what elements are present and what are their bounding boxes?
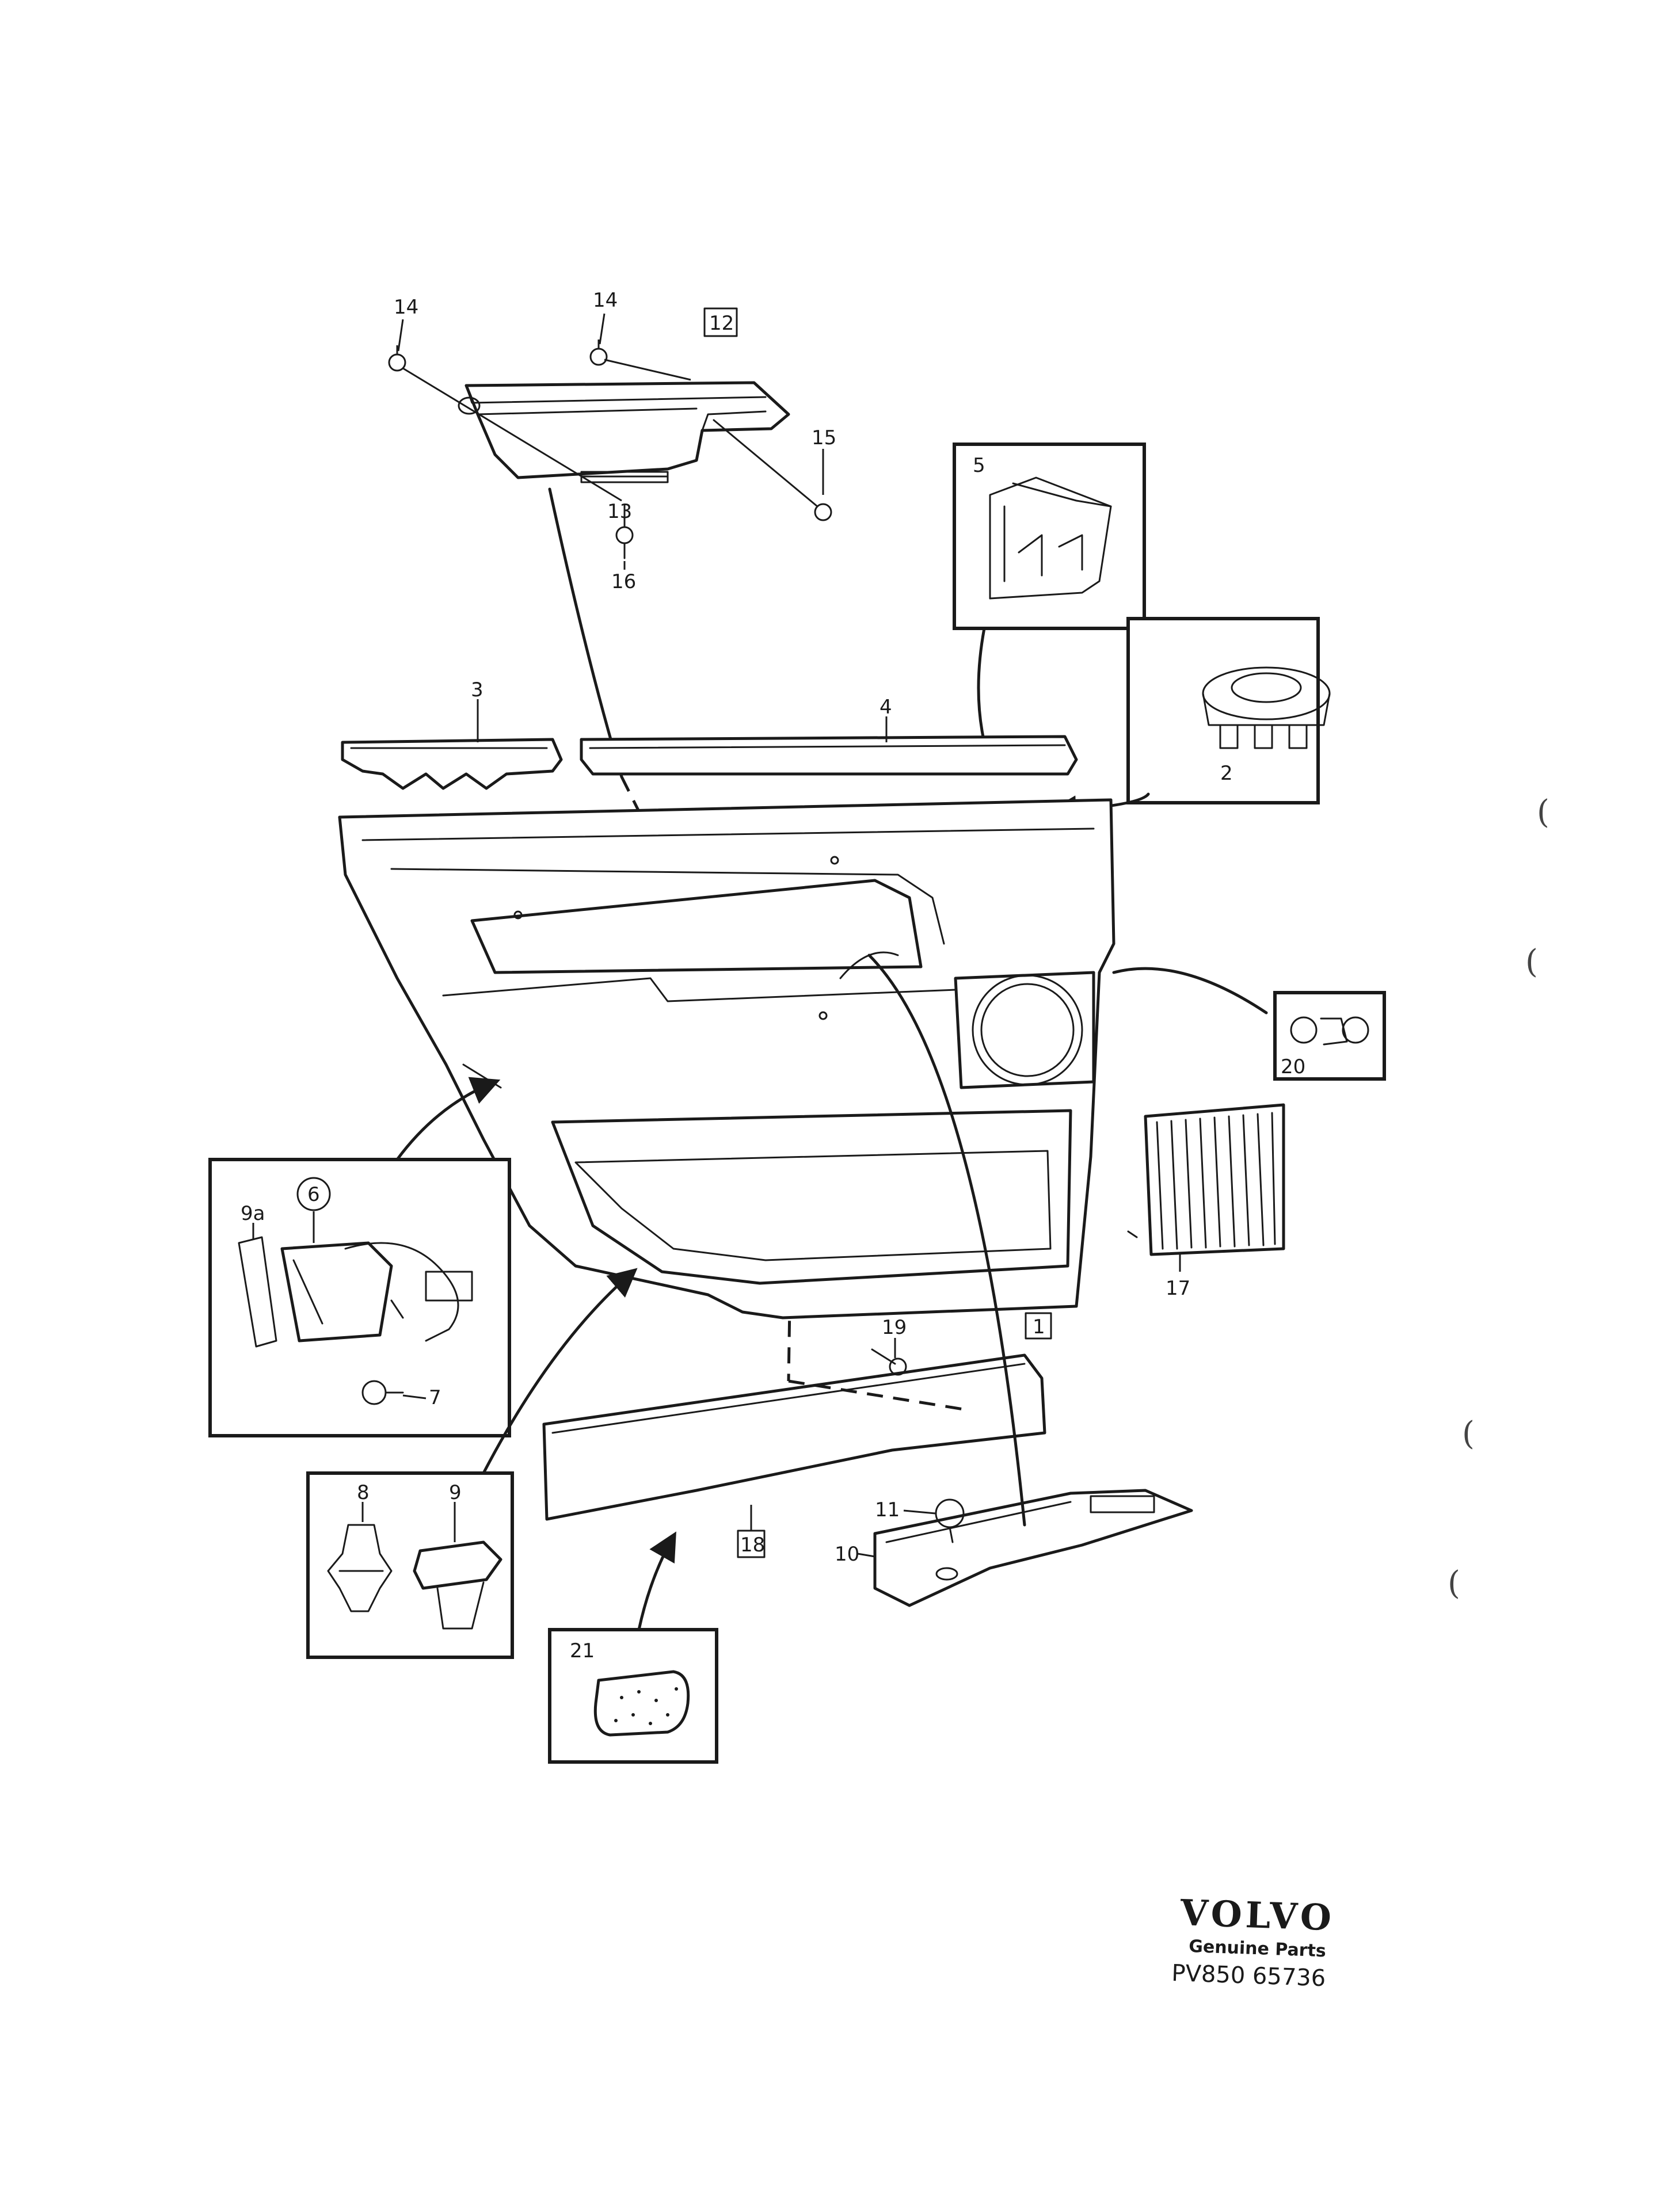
- callout-17: 17: [1166, 1277, 1190, 1300]
- callout-10: 10: [835, 1543, 859, 1566]
- switch-6-part: [238, 1236, 473, 1348]
- callout-13: 13: [607, 500, 632, 523]
- grommet-2-box: [1126, 617, 1320, 804]
- callout-12-box: [703, 307, 738, 337]
- brand-tagline: Genuine Parts: [1189, 1936, 1327, 1961]
- clip-5-part: [989, 476, 1112, 600]
- callout-21: 21: [570, 1639, 595, 1662]
- parts-catalog-code: PV850 65736: [1171, 1960, 1326, 1992]
- callout-12: 12: [709, 312, 734, 335]
- screw-14-right: [589, 340, 608, 366]
- callout-3: 3: [471, 678, 483, 701]
- callout-14-right: 14: [593, 289, 618, 312]
- callout-15: 15: [812, 426, 836, 449]
- margin-mark-4: (: [1448, 1565, 1460, 1602]
- clip-5-box: [953, 443, 1146, 630]
- callout-1-box: [1025, 1312, 1052, 1340]
- armrest-handle-part: [458, 381, 790, 483]
- clip-20-part: [1290, 1016, 1369, 1046]
- strip-4-part: [580, 735, 1078, 776]
- speaker-grille-17: [1127, 1103, 1285, 1256]
- callout-20: 20: [1281, 1055, 1305, 1078]
- cap-11-part: [935, 1498, 965, 1543]
- callout-2: 2: [1220, 762, 1233, 785]
- callout-9a: 9a: [241, 1202, 265, 1225]
- callout-11: 11: [875, 1498, 900, 1521]
- screw-14-left: [388, 345, 406, 372]
- grommet-2-part: [1202, 666, 1331, 749]
- margin-mark-3: (: [1462, 1415, 1475, 1452]
- screw-16: [615, 526, 634, 559]
- pad-21-part: [593, 1670, 690, 1737]
- callout-6-circle: [296, 1177, 331, 1211]
- screw-7-part: [361, 1380, 404, 1405]
- callout-4: 4: [880, 696, 892, 719]
- callout-18: 18: [740, 1534, 765, 1557]
- door-trim-panel: [338, 798, 1115, 1319]
- callout-19: 19: [882, 1316, 907, 1339]
- callout-1: 1: [1033, 1315, 1045, 1338]
- clip-9-part: [413, 1540, 502, 1630]
- margin-mark-1: (: [1537, 794, 1549, 831]
- callout-14-left: 14: [394, 296, 418, 319]
- callout-labels: 14 14 12 15 13 16 5 3 4 2 20 17 1 9a 6 7…: [241, 289, 1305, 1662]
- margin-mark-2: (: [1525, 943, 1538, 981]
- lower-panel-18: [542, 1353, 1046, 1521]
- callout-5: 5: [973, 454, 985, 477]
- margin-marks: ( ( ( (: [1448, 794, 1549, 1602]
- screw-19-part: [871, 1348, 907, 1376]
- callout-9: 9: [449, 1481, 462, 1504]
- brand-logo: VOLVO: [1179, 1891, 1335, 1939]
- volvo-branding: VOLVO Genuine Parts PV850 65736: [1171, 1891, 1336, 1992]
- switch-holder-10: [873, 1489, 1193, 1607]
- callout-8: 8: [357, 1481, 370, 1504]
- bolt-15: [713, 419, 832, 521]
- clip-8-part: [327, 1524, 393, 1612]
- callout-7: 7: [429, 1386, 441, 1409]
- callout-16: 16: [611, 570, 636, 593]
- callout-6: 6: [307, 1183, 320, 1206]
- strip-3-part: [341, 738, 563, 790]
